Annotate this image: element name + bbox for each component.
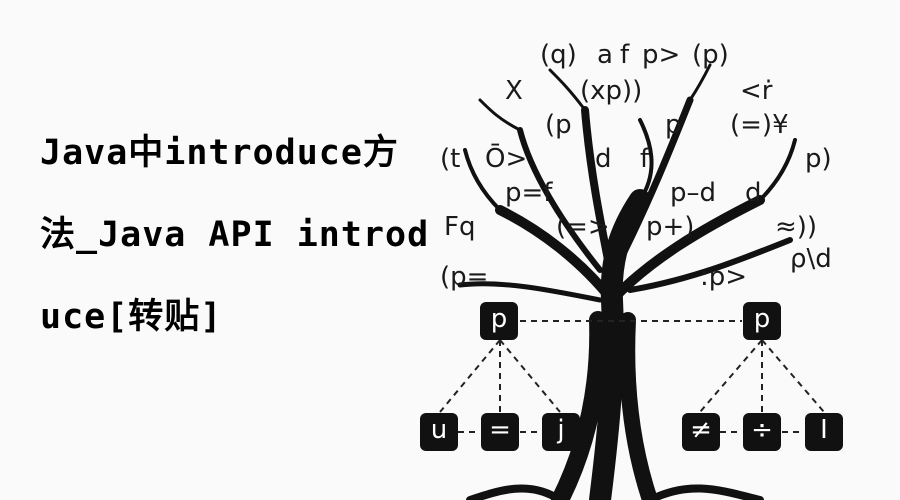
tree-symbol: p) (805, 144, 832, 174)
right-child-node: I (805, 413, 843, 451)
tree-symbol: p=f (505, 178, 553, 208)
tree-symbol: f (620, 40, 630, 70)
tree-symbol: d (745, 178, 762, 208)
tree-symbol: (=> (556, 212, 610, 242)
tree-symbol: (q) (540, 40, 577, 70)
page-title: Java中introduce方法_Java API introduce[转贴] (40, 133, 430, 337)
tree-symbol: <ṙ (740, 76, 773, 106)
left-parent-node: p (480, 302, 518, 340)
tree-symbol: ρ\d (790, 244, 832, 274)
tree-symbol: (=)¥ (730, 110, 789, 140)
tree-symbol: a (597, 40, 613, 70)
tree-symbol: ≈)) (775, 212, 818, 242)
right-child-node: ≠ (682, 413, 720, 451)
tree-symbol: (xp)) (580, 76, 643, 106)
tree-symbol: X (505, 76, 523, 106)
tree-symbol: d (595, 144, 612, 174)
tree-symbol: Ō> (485, 144, 528, 174)
tree-symbol: (p= (440, 262, 489, 292)
tree-symbol: Fq (444, 212, 476, 242)
right-child-node: ÷ (743, 413, 781, 451)
right-parent-node: p (743, 302, 781, 340)
tree-symbol: p> (642, 40, 681, 70)
tree-symbol: f (640, 144, 650, 174)
tree-symbol: p–d (670, 178, 717, 208)
tree-symbol: (p) (692, 40, 729, 70)
left-child-node: = (481, 413, 519, 451)
tree-symbol: :p> (700, 262, 748, 292)
tree-symbol: p (665, 110, 682, 140)
tree-symbol: p+) (646, 212, 695, 242)
left-child-node: u (420, 413, 458, 451)
tree-symbol: (p (545, 110, 572, 140)
tree-symbol: (t (440, 144, 461, 174)
left-child-node: j (542, 413, 580, 451)
